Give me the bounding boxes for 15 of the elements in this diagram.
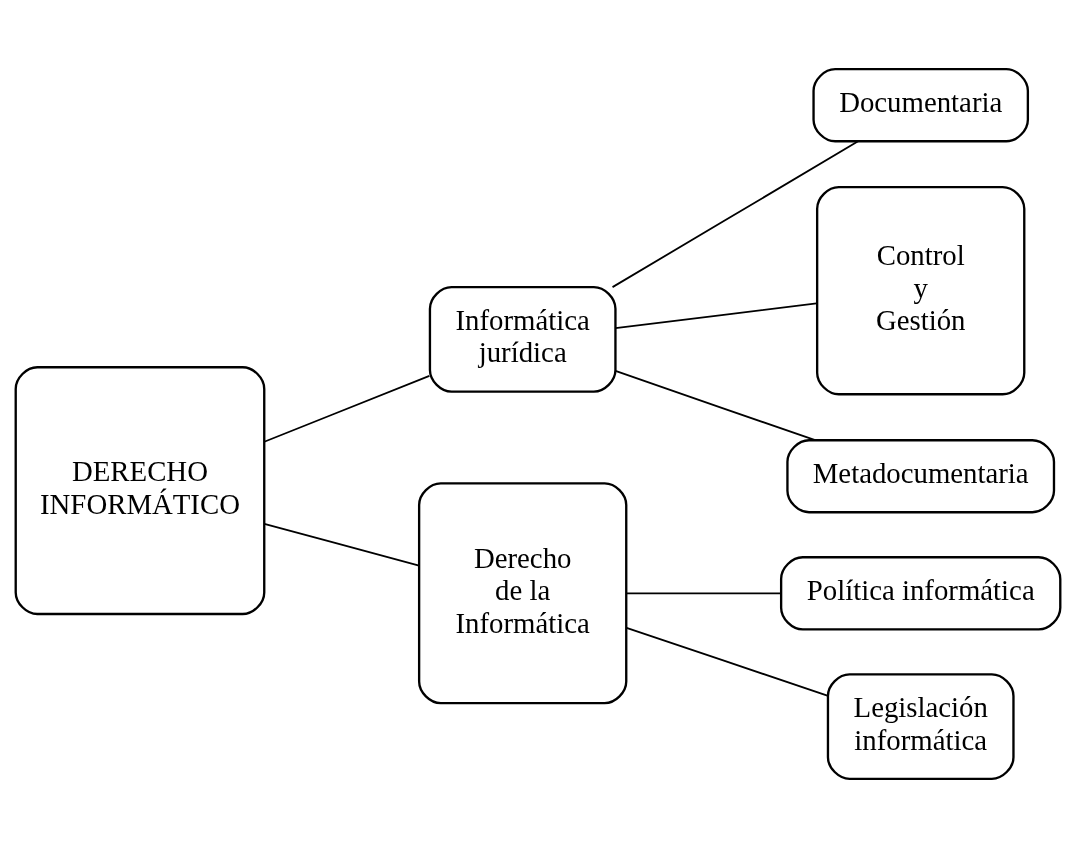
node-box: Política informática: [779, 555, 1062, 630]
node-box: Documentaria: [812, 67, 1030, 142]
connector: [614, 369, 816, 441]
node-box: Informática jurídica: [428, 285, 617, 393]
node-box: Control y Gestión: [816, 185, 1026, 395]
connector: [263, 374, 431, 443]
connector: [614, 301, 818, 329]
connector: [263, 522, 420, 567]
connector: [625, 626, 829, 697]
node-box: Metadocumentaria: [786, 438, 1056, 513]
connector: [625, 591, 782, 594]
node-box: Legislación informática: [826, 672, 1015, 780]
node-box: DERECHO INFORMÁTICO: [14, 365, 266, 615]
connector: [611, 139, 859, 288]
node-box: Derecho de la Informática: [417, 481, 628, 704]
